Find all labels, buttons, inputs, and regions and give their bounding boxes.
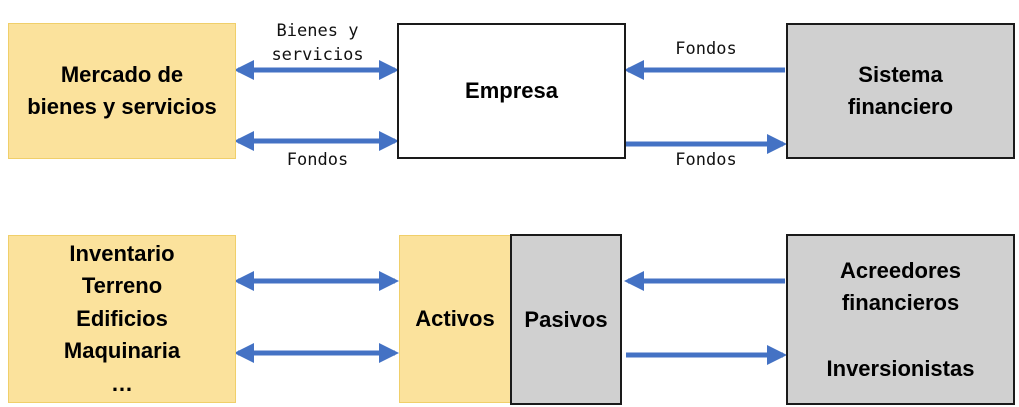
market-box-line1: Mercado de [60,62,184,87]
assets-list-item: Inventario [69,240,175,266]
assets-list-item: Edificios [76,305,168,331]
market-box-line2: bienes y servicios [27,94,217,119]
financial-box-line1: Sistema [858,62,943,87]
label-goods-line2: servicios [271,45,364,65]
financial-system-box: Sistema financiero [786,23,1015,159]
financial-box-line2: financiero [847,94,954,119]
label-goods-services: Bienes y servicios [245,19,390,67]
assets-list-box: Inventario Terreno Edificios Maquinaria … [8,235,236,403]
creditors-box-line3: Inversionistas [826,355,975,381]
creditors-box-line1: Acreedores [839,257,962,283]
creditors-box-line2: financieros [841,289,960,315]
assets-box-label: Activos [415,306,495,331]
liabilities-box: Pasivos [510,234,622,405]
label-funds-bottom-right: Fondos [675,150,737,170]
assets-list-item: Terreno [81,273,163,299]
assets-list-item: Maquinaria [63,338,181,364]
creditors-box: Acreedores financieros Inversionistas [786,234,1015,405]
company-box: Empresa [397,23,626,159]
label-funds-top-right: Fondos [675,39,737,59]
assets-box: Activos [399,235,511,403]
liabilities-box-label: Pasivos [524,306,608,332]
company-box-label: Empresa [465,78,558,103]
assets-list-item: … [111,370,133,396]
label-funds-bottom-left: Fondos [286,150,349,170]
market-box: Mercado de bienes y servicios [8,23,236,159]
label-goods-line1: Bienes y [276,21,359,41]
